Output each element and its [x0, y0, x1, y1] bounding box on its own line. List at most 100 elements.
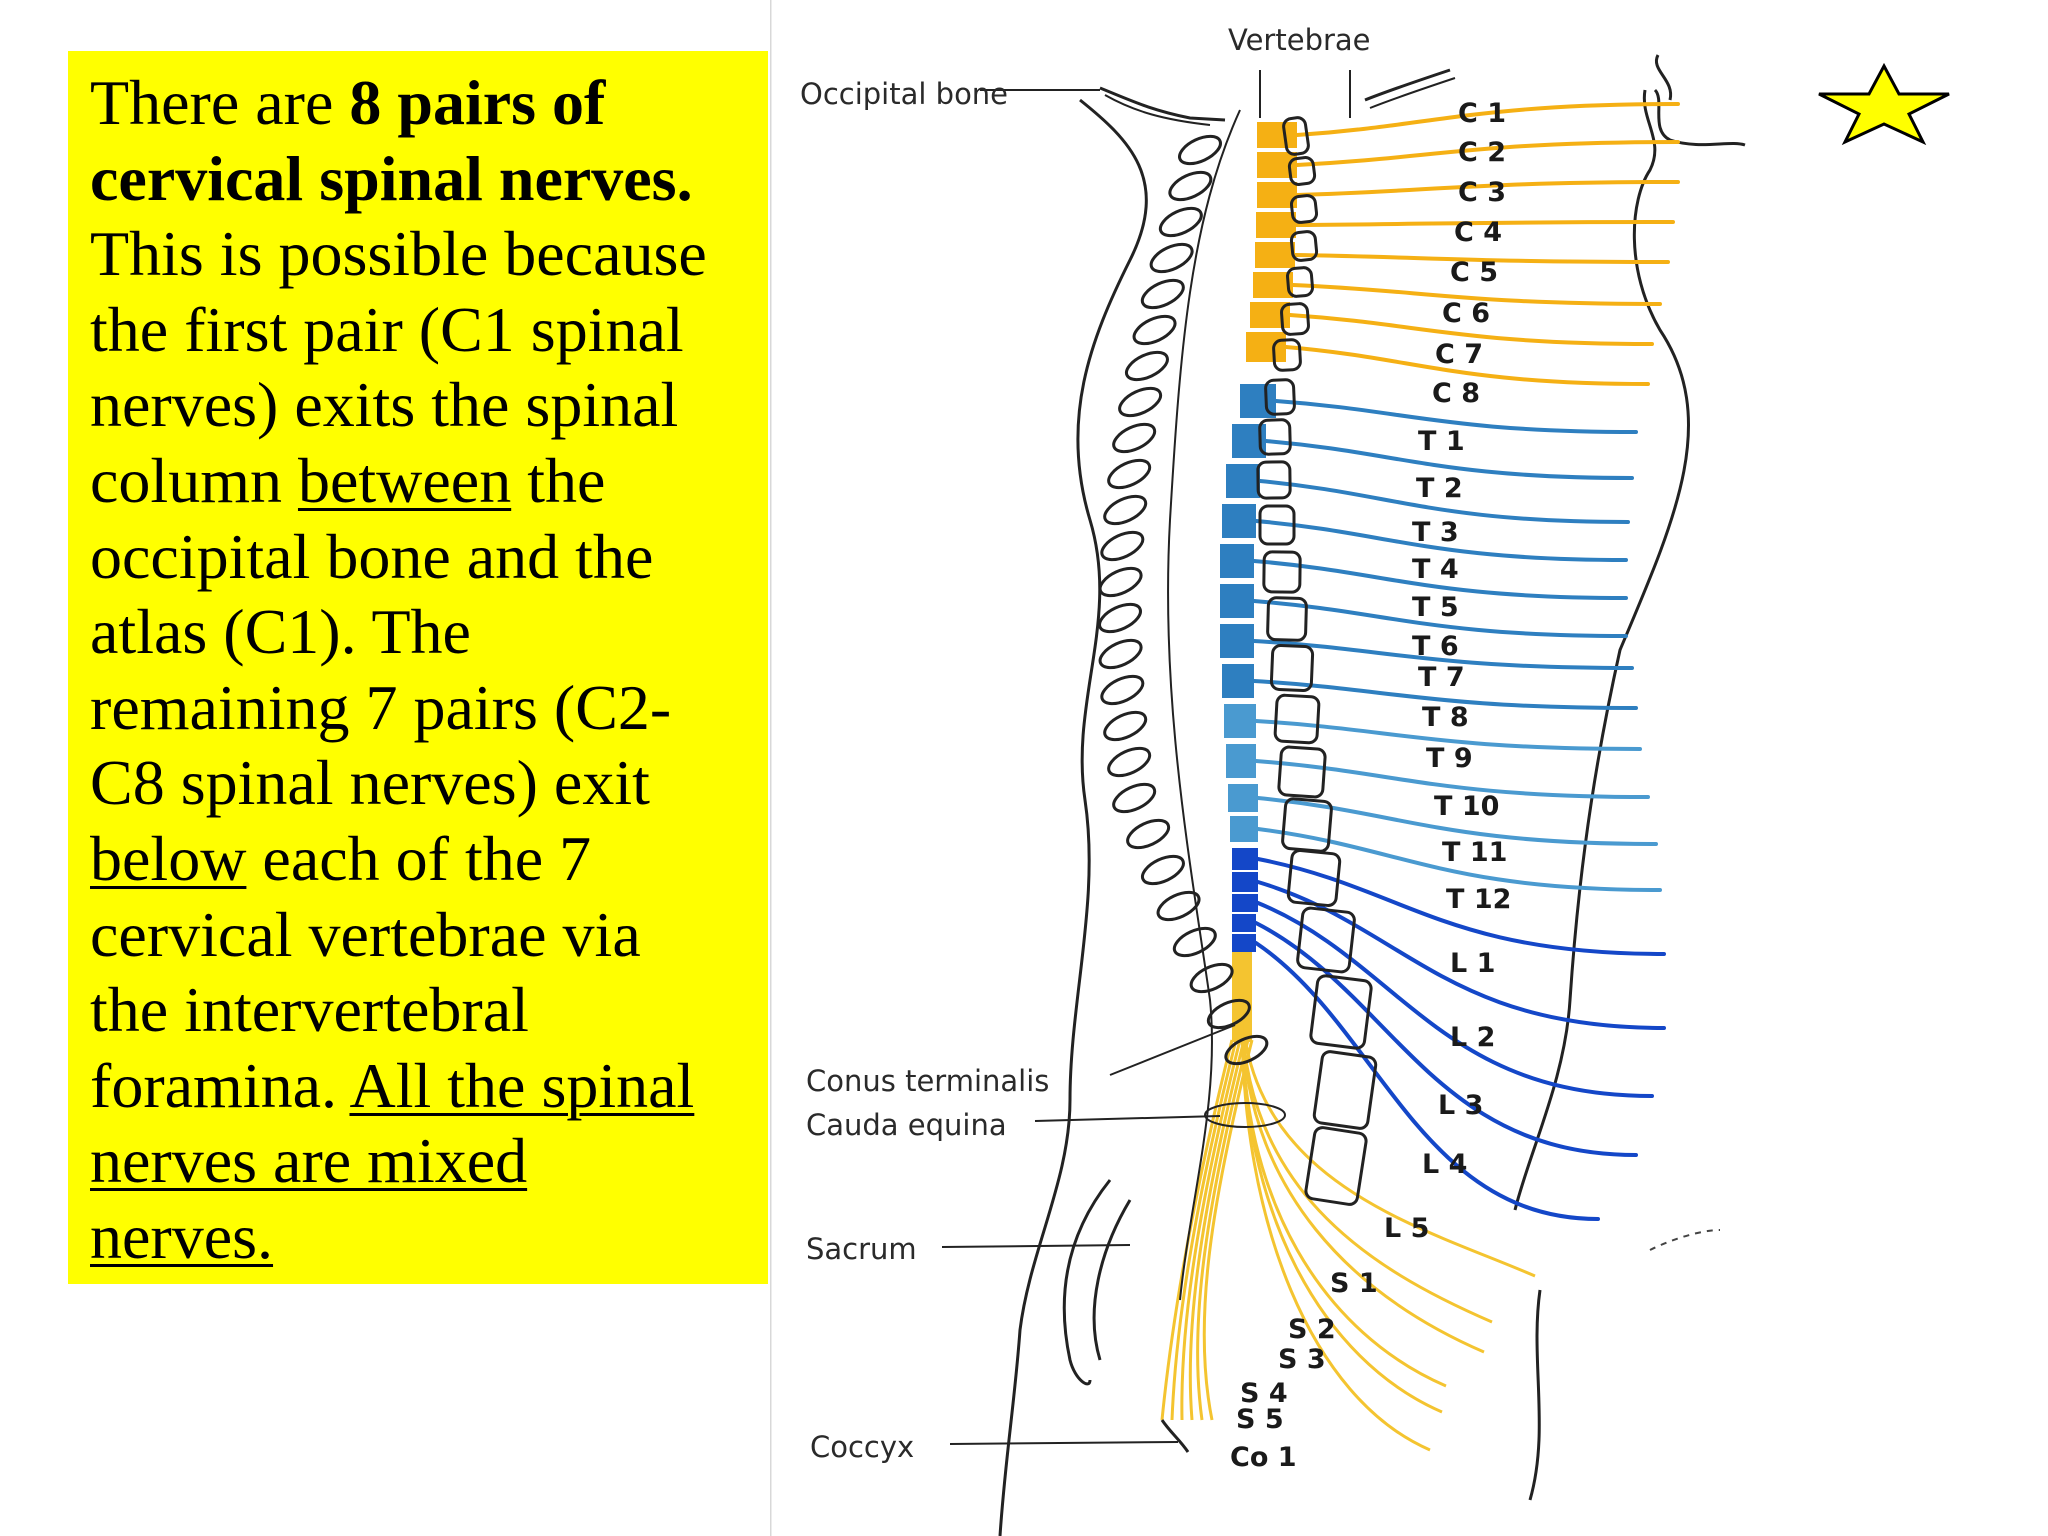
spinous-process	[1178, 134, 1222, 166]
vertebral-body	[1304, 1126, 1368, 1206]
spinal-nerve-root	[1252, 639, 1634, 670]
cauda-equina-ring	[1204, 1102, 1286, 1128]
spinal-nerve-root	[1254, 519, 1628, 562]
face-outline	[1654, 54, 1673, 101]
segment-label-c1: C 1	[1458, 98, 1506, 129]
spinal-nerve-root	[1254, 759, 1650, 799]
spinous-process	[1107, 746, 1152, 778]
vertebral-body	[1258, 504, 1296, 546]
segment-label-l1: L 1	[1450, 948, 1495, 979]
cauda-equina-strand	[1170, 1039, 1238, 1421]
occipital-bone-label: Occipital bone	[800, 77, 1008, 111]
spinal-nerve-root	[1254, 921, 1638, 1157]
segment-label-s1: S 1	[1330, 1268, 1378, 1299]
spinal-nerve-diagram: Vertebrae Occipital bone Conus terminali…	[770, 0, 1800, 1536]
vertebral-body	[1262, 550, 1302, 594]
segment-label-c7: C 7	[1435, 339, 1483, 370]
text-line: cervical vertebrae via	[90, 898, 641, 970]
spinous-process	[1098, 602, 1142, 634]
spinal-nerve-root	[1274, 399, 1638, 434]
spinal-canal-line	[1167, 109, 1241, 1301]
text-line: foramina.	[90, 1049, 350, 1121]
spinous-process	[1158, 206, 1203, 238]
segment-label-c3: C 3	[1458, 177, 1506, 208]
segment-label-c2: C 2	[1458, 137, 1506, 168]
cauda-equina-nerve	[1240, 995, 1485, 1354]
vertebral-body	[1266, 596, 1308, 642]
spinous-process	[1103, 710, 1148, 742]
spinous-process	[1206, 998, 1251, 1030]
text-line: atlas (C1). The	[90, 596, 471, 668]
segment-label-l2: L 2	[1450, 1022, 1495, 1053]
spinal-cord-segment	[1220, 544, 1254, 578]
spinal-cord-segment	[1257, 122, 1297, 148]
vertebral-body	[1264, 378, 1296, 416]
spinal-cord-segment	[1232, 848, 1258, 870]
spinous-process	[1118, 386, 1163, 418]
segment-label-t3: T 3	[1412, 517, 1459, 548]
spinous-process	[1140, 278, 1185, 310]
coccyx-label: Coccyx	[810, 1430, 914, 1464]
segment-label-t4: T 4	[1412, 554, 1459, 585]
text-underlined: nerves.	[90, 1200, 274, 1272]
text-line: C8 spinal nerves) exit	[90, 747, 650, 819]
spinal-nerve-root	[1294, 220, 1675, 227]
vertebral-body	[1286, 849, 1342, 907]
spinal-cord-segment	[1232, 934, 1256, 952]
spinal-nerve-root	[1254, 719, 1642, 751]
spinal-nerve-root	[1258, 479, 1630, 524]
spinous-process	[1124, 350, 1169, 382]
spinous-process	[1132, 314, 1177, 346]
spinous-process	[1112, 422, 1157, 454]
occipital-bone-shape-inner	[1104, 94, 1211, 126]
coccyx-leader-line	[949, 1441, 1179, 1445]
vertebral-body	[1258, 418, 1292, 456]
text-line: remaining 7 pairs (C2-	[90, 671, 672, 743]
spinal-nerve-root	[1254, 941, 1600, 1221]
spinous-process	[1156, 890, 1201, 922]
text-line: This is possible because	[90, 218, 707, 290]
vertebral-body	[1289, 194, 1319, 224]
segment-label-t6: T 6	[1412, 631, 1459, 662]
spinous-process	[1112, 782, 1157, 814]
spinal-cord-segment	[1226, 744, 1256, 778]
cauda-equina-strand	[1188, 1039, 1246, 1421]
spinous-process	[1100, 530, 1145, 562]
spinal-nerve-root	[1256, 901, 1654, 1098]
conus-terminalis-label: Conus terminalis	[806, 1064, 1049, 1098]
segment-label-c8: C 8	[1432, 378, 1480, 409]
segment-label-t2: T 2	[1416, 473, 1463, 504]
spinal-nerve-root	[1295, 180, 1680, 197]
spinal-cord-segment	[1230, 816, 1258, 842]
sacrum-label: Sacrum	[806, 1232, 917, 1266]
spinal-nerve-root	[1284, 345, 1650, 386]
spinal-cord-segment	[1222, 664, 1254, 698]
text-line-bold: 8 pairs of	[349, 67, 606, 138]
spinal-nerve-root	[1252, 599, 1628, 638]
spinal-nerve-root	[1252, 559, 1628, 600]
vertebral-body	[1287, 156, 1317, 186]
occipital-bone-shape	[1099, 86, 1226, 122]
mandible-shape-inner	[1369, 77, 1456, 109]
text-line: There are	[90, 67, 350, 138]
hip-outline	[1649, 1229, 1721, 1251]
sacrum-leader-line	[941, 1244, 1131, 1248]
vertebral-body	[1289, 230, 1319, 262]
text-line: column	[90, 444, 298, 516]
spinous-process	[1189, 962, 1234, 994]
sacrum-shape-inner	[1092, 1199, 1132, 1361]
spinous-process	[1126, 818, 1171, 850]
cauda-equina-label: Cauda equina	[806, 1108, 1007, 1142]
spinal-cord-segment	[1255, 242, 1295, 268]
segment-label-s4: S 4	[1240, 1378, 1288, 1409]
cauda-equina-strand	[1196, 1039, 1250, 1421]
conus-leader-line	[1109, 1024, 1236, 1076]
vertebral-body	[1286, 266, 1314, 298]
spinal-cord-segment	[1256, 212, 1296, 238]
body-front-outline	[1513, 89, 1690, 1211]
spinal-cord-segment	[1246, 332, 1286, 362]
text-line: the	[511, 444, 606, 516]
spinal-cord-segment	[1220, 584, 1254, 618]
segment-label-t9: T 9	[1426, 743, 1473, 774]
